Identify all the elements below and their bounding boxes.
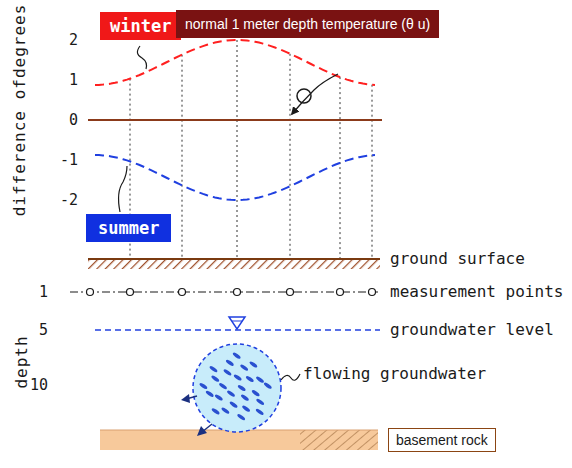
part-label: measurement points	[390, 283, 563, 301]
flow-mark	[255, 398, 264, 406]
flow-mark	[241, 405, 250, 413]
flow-mark	[221, 407, 230, 415]
dotted-guide	[340, 77, 341, 258]
measurement-line	[70, 291, 378, 292]
flow-mark	[249, 360, 258, 368]
tick-label: -2	[60, 192, 78, 209]
winter-curve	[95, 40, 375, 85]
season-box: summer	[86, 214, 171, 242]
measurement-point	[287, 289, 294, 296]
measurement-point	[127, 289, 134, 296]
title-box: normal 1 meter depth temperature (θ u)	[176, 10, 439, 38]
ground-surface	[88, 258, 380, 260]
flow-mark	[233, 373, 242, 381]
tick-label: 10	[30, 377, 48, 394]
flow-mark	[205, 390, 214, 398]
flow-mark	[255, 408, 264, 416]
dotted-guide	[237, 40, 238, 258]
tick-label: 2	[69, 32, 78, 49]
flow-mark	[211, 375, 220, 383]
flow-arrow	[197, 426, 207, 436]
flow-mark	[211, 407, 220, 415]
ground-hatch	[88, 259, 380, 269]
dotted-guide	[182, 55, 183, 258]
measurement-point	[87, 289, 94, 296]
tick-label: 1	[39, 284, 48, 301]
measurement-point	[234, 289, 241, 296]
tick-label: 0	[69, 112, 78, 129]
box-text: basement rock	[396, 432, 488, 448]
flow-mark	[209, 365, 218, 373]
basement-rock	[100, 430, 378, 450]
dotted-guide	[372, 85, 373, 258]
flow-mark	[240, 394, 249, 402]
flow-mark	[226, 390, 235, 398]
leader-line	[119, 166, 127, 212]
flow-mark	[237, 384, 246, 392]
flow-mark	[225, 359, 234, 367]
part-label: ground surface	[390, 250, 525, 268]
water-level-symbol	[229, 317, 245, 329]
dotted-guide	[290, 54, 291, 258]
flow-mark	[232, 352, 241, 360]
measurement-points	[87, 289, 376, 296]
measurement-point	[179, 289, 186, 296]
rock-hatch	[300, 430, 378, 450]
water-level-symbol	[232, 321, 242, 322]
part-label: flowing groundwater	[303, 365, 486, 383]
flow-mark	[245, 375, 254, 383]
groundwater-circle	[193, 344, 281, 432]
box-text: summer	[98, 218, 159, 238]
flow-mark	[263, 382, 272, 390]
flow-mark	[199, 382, 208, 390]
measurement-point	[369, 289, 376, 296]
axis-title: difference ofdegrees	[11, 4, 29, 217]
zero-line	[88, 119, 382, 121]
season-box: winter	[100, 12, 181, 40]
tick-label: 5	[39, 322, 48, 339]
leader-line	[137, 46, 146, 69]
flow-marks	[199, 352, 273, 422]
flow-mark	[229, 401, 238, 409]
flow-mark	[239, 364, 248, 372]
flow-arrow	[181, 394, 190, 403]
flow-mark	[236, 413, 245, 421]
flow-mark	[251, 389, 260, 397]
part-label: groundwater level	[390, 321, 554, 339]
box-text: winter	[110, 16, 171, 36]
summer-curve	[95, 155, 375, 200]
tick-label: 1	[69, 72, 78, 89]
box-text: normal 1 meter depth temperature (θ u)	[185, 16, 430, 32]
legend-box: basement rock	[388, 428, 496, 452]
flow-mark	[218, 382, 227, 390]
flow-mark	[214, 393, 223, 401]
tick-label: -1	[60, 152, 78, 169]
measurement-point	[337, 289, 344, 296]
axis-title: depth	[13, 335, 31, 388]
callout-arrow	[292, 74, 338, 114]
flow-mark	[223, 368, 232, 376]
leader-line	[281, 374, 300, 380]
flow-mark	[255, 376, 264, 384]
